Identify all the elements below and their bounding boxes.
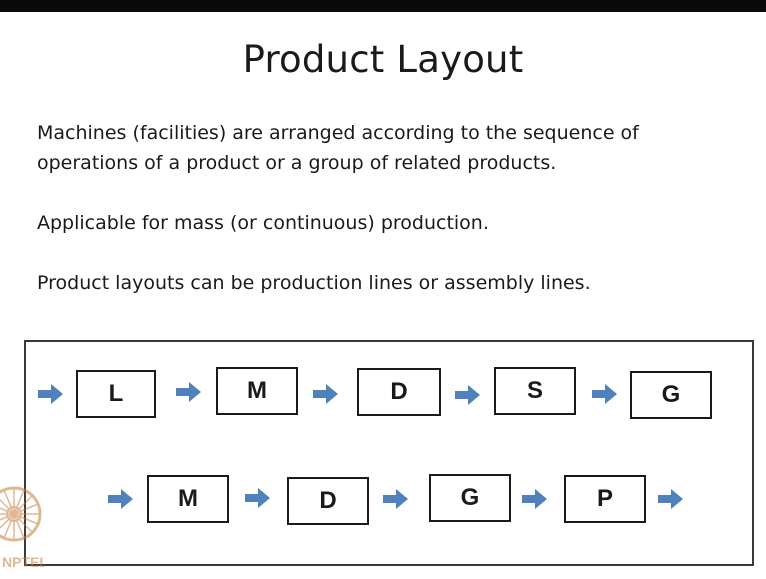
nptel-logo-icon: NPTEL [0, 486, 44, 570]
machine-box-row2-4: P [564, 475, 646, 523]
flow-arrow-icon [592, 384, 617, 404]
flow-diagram-frame [24, 340, 754, 566]
machine-box-row2-3: G [429, 474, 511, 522]
paragraph-application: Applicable for mass (or continuous) prod… [37, 212, 489, 234]
flow-arrow-icon [313, 384, 338, 404]
flow-arrow-icon [108, 489, 133, 509]
flow-arrow-icon [38, 384, 63, 404]
nptel-watermark-text: NPTEL [2, 554, 44, 570]
machine-box-row1-2: M [216, 367, 298, 415]
flow-arrow-icon [245, 488, 270, 508]
paragraph-definition: Machines (facilities) are arranged accor… [37, 122, 639, 174]
machine-box-row1-5: G [630, 371, 712, 419]
flow-arrow-icon [658, 489, 683, 509]
machine-box-row2-1: M [147, 475, 229, 523]
machine-box-row1-3: D [357, 368, 441, 416]
top-border-bar [0, 0, 766, 12]
machine-box-row2-2: D [287, 477, 369, 525]
paragraph-line-types: Product layouts can be production lines … [37, 272, 591, 294]
flow-arrow-icon [522, 489, 547, 509]
flow-arrow-icon [455, 385, 480, 405]
flow-arrow-icon [176, 382, 201, 402]
slide-title: Product Layout [242, 38, 524, 81]
machine-box-row1-1: L [76, 370, 156, 418]
machine-box-row1-4: S [494, 367, 576, 415]
flow-arrow-icon [383, 489, 408, 509]
